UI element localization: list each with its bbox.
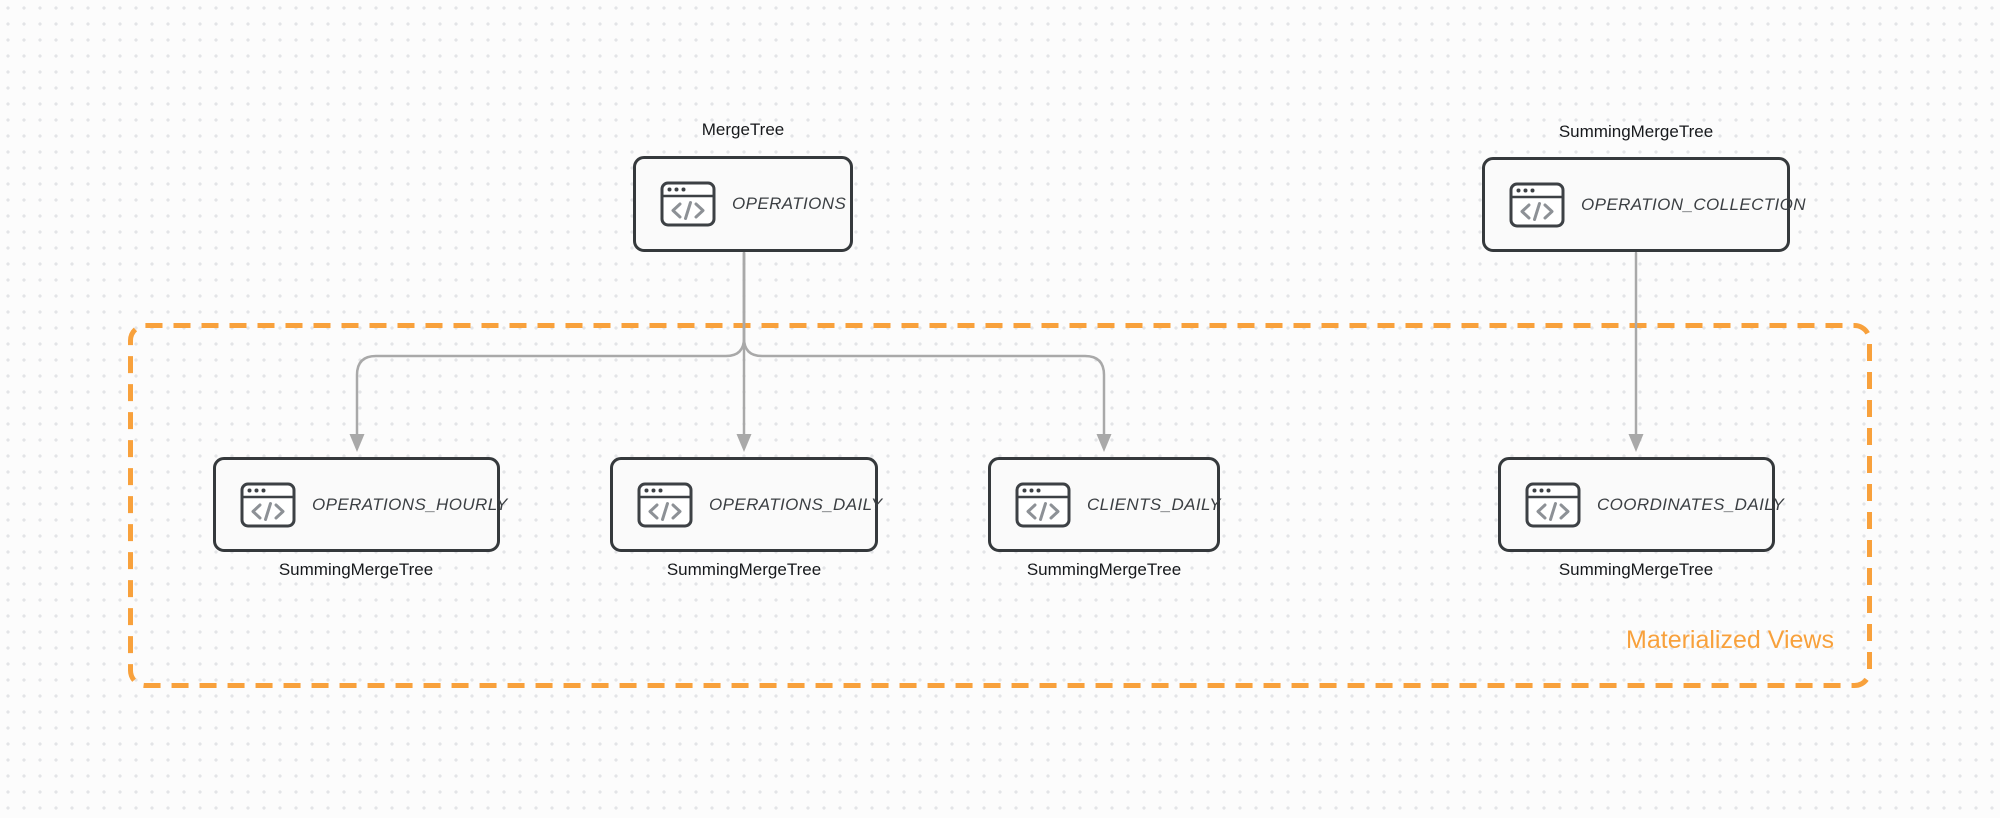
code-window-icon (240, 482, 296, 527)
code-window-icon (1509, 182, 1565, 227)
node-operation-collection: OPERATION_COLLECTION (1482, 157, 1806, 252)
arrowhead-icon (349, 434, 365, 452)
engine-label: SummingMergeTree (666, 560, 822, 579)
node-title: COORDINATES_DAILY (1597, 494, 1785, 514)
arrowhead-icon (1096, 434, 1112, 452)
materialized-views-group-label: Materialized Views (1626, 626, 1834, 654)
engine-label: SummingMergeTree (1558, 122, 1714, 141)
engine-label: SummingMergeTree (1558, 560, 1714, 579)
code-window-icon (637, 482, 693, 527)
node-title: OPERATIONS (732, 194, 847, 213)
node-clients-daily: CLIENTS_DAILY (988, 457, 1222, 552)
node-operations-hourly: OPERATIONS_HOURLY (213, 457, 507, 552)
materialized-views-group-border (128, 323, 1872, 688)
node-coordinates-daily: COORDINATES_DAILY (1498, 457, 1784, 552)
arrowhead-icon (1628, 434, 1644, 452)
node-title: OPERATIONS_HOURLY (312, 494, 508, 514)
engine-label: SummingMergeTree (1026, 560, 1182, 579)
node-operations-daily: OPERATIONS_DAILY (610, 457, 882, 552)
code-window-icon (1015, 482, 1071, 527)
engine-label: MergeTree (701, 120, 785, 139)
node-title: CLIENTS_DAILY (1087, 494, 1222, 514)
arrowhead-icon (736, 434, 752, 452)
node-operations: OPERATIONS (633, 156, 853, 252)
node-title: OPERATION_COLLECTION (1581, 194, 1806, 214)
code-window-icon (1525, 482, 1581, 527)
node-title: OPERATIONS_DAILY (709, 494, 883, 514)
edge-operations-to-operations-hourly (355, 251, 746, 437)
edge-operations-to-clients-daily (742, 251, 1106, 437)
engine-label: SummingMergeTree (278, 560, 434, 579)
code-window-icon (660, 181, 716, 227)
